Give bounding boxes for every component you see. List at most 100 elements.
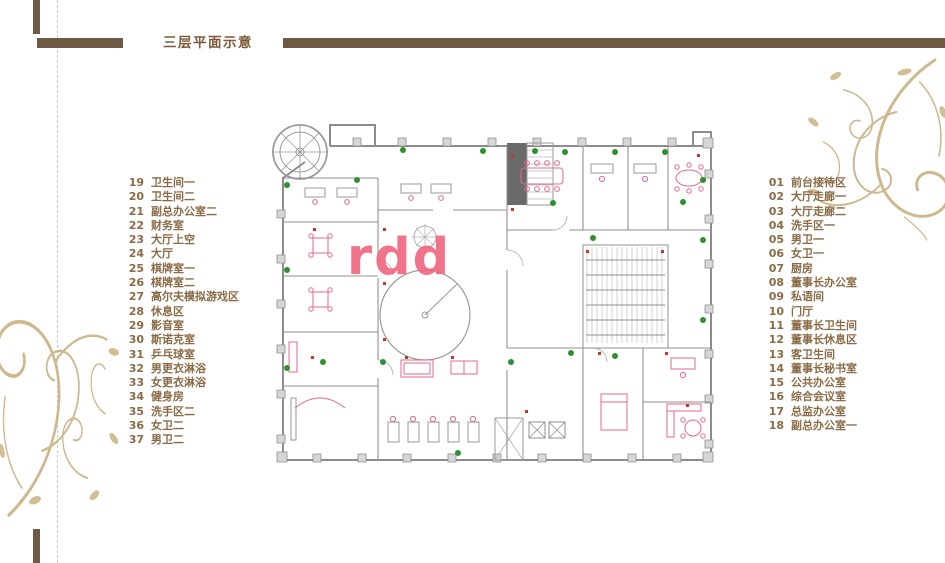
legend-item-label: 男更衣淋浴 <box>151 361 206 375</box>
legend-item: 14 董事长秘书室 <box>766 362 857 376</box>
legend-item-number: 13 <box>768 347 784 361</box>
legend-item-label: 大厅走廊一 <box>791 190 846 204</box>
legend-item: 05 男卫一 <box>766 233 857 247</box>
plan-plants <box>284 147 706 456</box>
legend-item-label: 斯诺克室 <box>151 333 195 347</box>
plan-meeting-room <box>582 244 669 349</box>
legend-item: 24 大厅 <box>126 247 239 261</box>
header-bar-right <box>283 38 945 48</box>
legend-item-label: 棋牌室一 <box>151 261 195 275</box>
plan-turret <box>272 124 328 180</box>
legend-item-label: 大厅上空 <box>151 233 195 247</box>
page-title: 三层平面示意 <box>163 35 253 51</box>
legend-item-number: 23 <box>128 233 144 247</box>
header-bar-left <box>37 38 123 48</box>
flourish-ornament-bottom-left <box>0 319 119 517</box>
plan-furniture-pink <box>288 160 706 439</box>
legend-item-label: 私语间 <box>791 290 824 304</box>
legend-item: 09 私语间 <box>766 290 857 304</box>
legend-item: 02 大厅走廊一 <box>766 190 857 204</box>
plan-room-tags <box>311 154 700 413</box>
plan-partitions <box>283 146 711 460</box>
legend-item-label: 影音室 <box>151 318 184 332</box>
plan-door-arcs <box>377 215 608 376</box>
legend-item: 31 乒乓球室 <box>126 348 239 362</box>
legend-item-label: 女卫二 <box>151 419 184 433</box>
legend-item-label: 高尔夫模拟游戏区 <box>151 290 239 304</box>
legend-item-number: 35 <box>128 404 144 418</box>
legend-item: 15 公共办公室 <box>766 376 857 390</box>
legend-item-number: 02 <box>768 190 784 204</box>
legend-item: 28 休息区 <box>126 305 239 319</box>
legend-item-label: 棋牌室二 <box>151 276 195 290</box>
legend-item-number: 05 <box>768 233 784 247</box>
legend-item-number: 03 <box>768 204 784 218</box>
legend-item-label: 健身房 <box>151 390 184 404</box>
legend-item: 12 董事长休息区 <box>766 333 857 347</box>
legend-item-number: 16 <box>768 390 784 404</box>
legend-item: 17 总监办公室 <box>766 405 857 419</box>
legend-item: 29 影音室 <box>126 319 239 333</box>
legend-item-number: 33 <box>128 376 144 390</box>
legend-item: 08 董事长办公室 <box>766 276 857 290</box>
legend-item-label: 卫生间一 <box>151 176 195 189</box>
legend-item-number: 26 <box>128 276 144 290</box>
legend-item-number: 22 <box>128 218 144 232</box>
legend-item-number: 06 <box>768 247 784 261</box>
legend-item-label: 前台接待区 <box>791 176 846 189</box>
legend-item-number: 21 <box>128 204 144 218</box>
legend-item-number: 10 <box>768 304 784 318</box>
legend-item: 25 棋牌室一 <box>126 262 239 276</box>
legend-item-number: 25 <box>128 261 144 275</box>
legend-item-label: 副总办公室一 <box>791 419 857 433</box>
legend-item: 36 女卫二 <box>126 419 239 433</box>
legend-item: 37 男卫二 <box>126 433 239 447</box>
legend-item: 20 卫生间二 <box>126 190 239 204</box>
legend-item-label: 卫生间二 <box>151 190 195 204</box>
legend-item: 18 副总办公室一 <box>766 419 857 433</box>
floor-plan-drawing <box>272 124 714 463</box>
legend-item-number: 29 <box>128 318 144 332</box>
legend-item-label: 男卫一 <box>791 233 824 247</box>
legend-item-label: 洗手区一 <box>791 218 835 232</box>
legend-item-label: 厨房 <box>791 261 813 275</box>
legend-item-number: 37 <box>128 433 144 447</box>
flourish-curls <box>820 58 945 241</box>
legend-item-label: 乒乓球室 <box>151 347 195 361</box>
legend-item-label: 男卫二 <box>151 433 184 447</box>
legend-item-number: 19 <box>128 176 144 189</box>
legend-item: 21 副总办公室二 <box>126 205 239 219</box>
legend-item: 13 客卫生间 <box>766 348 857 362</box>
legend-item-number: 12 <box>768 333 784 347</box>
legend-item-label: 女更衣淋浴 <box>151 376 206 390</box>
left-rail-bar-bottom <box>33 529 40 563</box>
legend-item-label: 董事长办公室 <box>791 276 857 290</box>
legend-item-number: 28 <box>128 304 144 318</box>
flourish-curls <box>0 319 119 517</box>
legend-item-number: 31 <box>128 347 144 361</box>
legend-item: 33 女更衣淋浴 <box>126 376 239 390</box>
legend-left: 19 卫生间一 20 卫生间二 21 副总办公室二 22 财务室 23 大厅上空 <box>126 176 239 448</box>
legend-item-number: 11 <box>768 318 784 332</box>
legend-item-label: 洗手区二 <box>151 404 195 418</box>
legend-item: 23 大厅上空 <box>126 233 239 247</box>
legend-item-number: 20 <box>128 190 144 204</box>
legend-item-number: 24 <box>128 247 144 261</box>
legend-item-number: 15 <box>768 376 784 390</box>
legend-item: 06 女卫一 <box>766 247 857 261</box>
legend-item: 22 财务室 <box>126 219 239 233</box>
legend-item: 30 斯诺克室 <box>126 333 239 347</box>
legend-item: 10 门厅 <box>766 305 857 319</box>
legend-item-label: 客卫生间 <box>791 347 835 361</box>
legend-item: 35 洗手区二 <box>126 405 239 419</box>
legend-item: 26 棋牌室二 <box>126 276 239 290</box>
legend-right: 01 前台接待区 02 大厅走廊一 03 大厅走廊二 04 洗手区一 05 男卫… <box>766 176 857 433</box>
legend-item: 07 厨房 <box>766 262 857 276</box>
legend-item-number: 08 <box>768 276 784 290</box>
legend-item-label: 公共办公室 <box>791 376 846 390</box>
plan-pilasters <box>276 137 714 463</box>
legend-item-label: 总监办公室 <box>791 404 846 418</box>
legend-item: 04 洗手区一 <box>766 219 857 233</box>
legend-item: 32 男更衣淋浴 <box>126 362 239 376</box>
